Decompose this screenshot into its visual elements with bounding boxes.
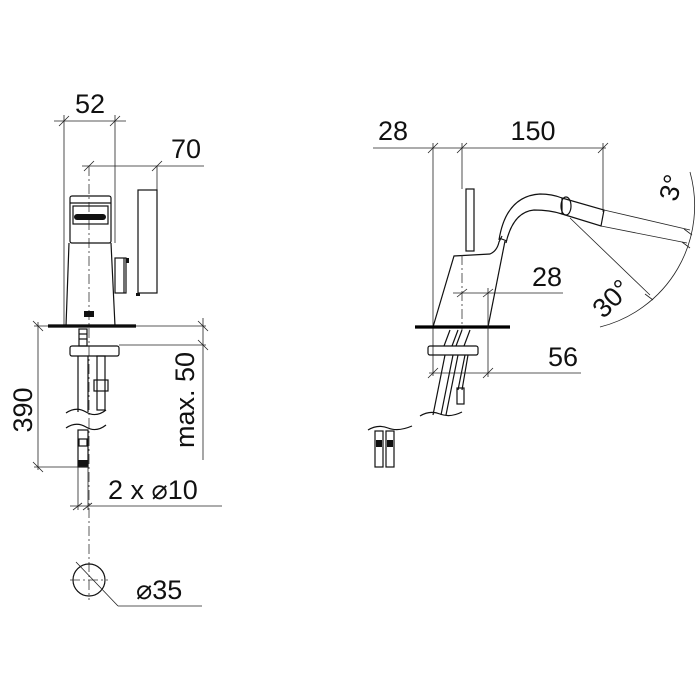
dim-56: 56 xyxy=(427,342,581,379)
dim-hole: ⌀35 xyxy=(70,561,202,607)
dim-390: 390 xyxy=(8,320,206,473)
dim-28-top-label: 28 xyxy=(378,116,408,146)
dim-150-label: 150 xyxy=(510,116,555,146)
faucet-body-front xyxy=(65,189,158,327)
side-view: 28 150 xyxy=(367,116,696,468)
mounting-parts-front xyxy=(65,328,120,468)
angle-3-label: 3° xyxy=(653,171,689,204)
angle-30-label: 30° xyxy=(587,274,637,324)
mounting-parts-side xyxy=(367,329,479,468)
dim-max-50: max. 50 xyxy=(119,318,209,460)
dim-hoses-label: 2 x ⌀10 xyxy=(108,475,198,505)
dim-28-150: 28 150 xyxy=(373,116,609,376)
dim-hoses: 2 x ⌀10 xyxy=(70,467,222,511)
dim-28-inner: 28 xyxy=(453,262,563,377)
dim-52-label: 52 xyxy=(75,89,105,119)
dim-56-label: 56 xyxy=(548,342,578,372)
front-view: 52 70 xyxy=(8,89,222,607)
dim-70-label: 70 xyxy=(171,134,201,164)
dim-28-inner-label: 28 xyxy=(532,262,562,292)
dim-hole-label: ⌀35 xyxy=(136,575,182,605)
dim-70: 70 xyxy=(82,134,204,190)
angle-dimensions: 3° 30° xyxy=(569,171,696,328)
dim-390-label: 390 xyxy=(8,387,38,432)
dim-max-50-label: max. 50 xyxy=(170,352,200,448)
faucet-body-side xyxy=(432,188,605,330)
dim-52: 52 xyxy=(54,89,126,326)
